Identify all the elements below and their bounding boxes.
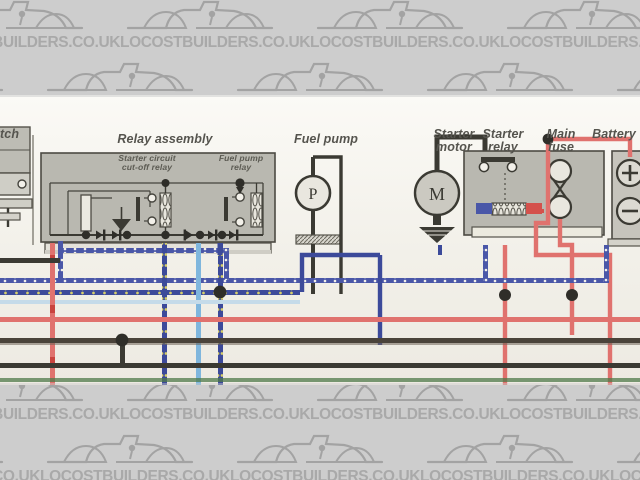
watermark-text: LOCOSTBUILDERS.CO.UK	[420, 468, 611, 480]
watermark-tile: LOCOSTBUILDERS.CO.UK	[0, 364, 120, 426]
watermark-text: LOCOSTBUILDERS.CO.UK	[310, 406, 501, 423]
locost-car-icon	[506, 0, 640, 32]
label-starter-relay: Starter relay	[482, 127, 524, 155]
label-main-fuse: Main fuse	[546, 127, 576, 155]
locost-car-icon	[616, 60, 640, 94]
watermark-text: LOCOSTBUILDERS.CO.UK	[500, 406, 640, 423]
label-fuel-pump-relay: Fuel pump relay	[218, 153, 264, 173]
light-blue-wires	[0, 243, 300, 385]
watermark-row: LOCOSTBUILDERS.CO.UKLOCOSTBUILDERS.CO.UK…	[0, 364, 640, 426]
locost-car-icon	[46, 60, 196, 94]
main-switch-symbol	[0, 126, 33, 227]
watermark-text: LOCOSTBUILDERS.CO.UK	[500, 34, 640, 51]
watermark-row: LOCOSTBUILDERS.CO.UKLOCOSTBUILDERS.CO.UK…	[0, 0, 640, 54]
navy-yellow-wires	[0, 243, 442, 385]
starter-motor-symbol: M	[413, 134, 488, 243]
watermark-text: LOCOSTBUILDERS.CO.UK	[0, 406, 121, 423]
watermark-text: LOCOSTBUILDERS.CO.UK	[230, 468, 421, 480]
watermark-text: LOCOSTBUILDERS.CO.UK	[610, 468, 640, 480]
svg-text:P: P	[309, 186, 318, 203]
locost-car-icon	[236, 432, 386, 466]
label-starter-motor: Starter motor	[433, 127, 475, 155]
watermark-tile: LOCOSTBUILDERS.CO.UK	[420, 426, 610, 480]
watermark-tile: LOCOSTBUILDERS.CO.UK	[610, 426, 640, 480]
watermark-text: LOCOSTBUILDERS.CO.UK	[120, 406, 311, 423]
watermark-tile: LOCOSTBUILDERS.CO.UK	[40, 426, 230, 480]
label-relay-assembly: Relay assembly	[117, 132, 213, 146]
label-battery: Battery	[592, 127, 636, 141]
locost-car-icon	[0, 0, 86, 32]
blue-white-wires	[0, 241, 609, 283]
watermark-tile: LOCOSTBUILDERS.CO.UK	[120, 364, 310, 426]
watermark-row: LOCOSTBUILDERS.CO.UKLOCOSTBUILDERS.CO.UK…	[0, 426, 640, 480]
red-power-wires	[499, 133, 633, 385]
scan-edge-top	[0, 95, 640, 97]
fuel-pump-symbol: P	[294, 155, 343, 294]
locost-car-icon	[616, 432, 640, 466]
locost-car-icon	[236, 60, 386, 94]
watermark-tile: LOCOSTBUILDERS.CO.UK	[230, 426, 420, 480]
battery-symbol	[607, 150, 640, 247]
wiring-diagram: P M	[0, 95, 640, 385]
watermark-text: LOCOSTBUILDERS.CO.UK	[0, 34, 121, 51]
main-fuse-symbol	[547, 158, 573, 220]
locost-car-icon	[46, 432, 196, 466]
label-starter-cutoff-relay: Starter circuit cut-off relay	[118, 153, 176, 173]
locost-car-icon	[316, 0, 466, 32]
diagram-artwork: P M	[0, 126, 640, 385]
watermark-text: LOCOSTBUILDERS.CO.UK	[310, 34, 501, 51]
watermark-tile: LOCOSTBUILDERS.CO.UK	[310, 0, 500, 54]
watermark-text: LOCOSTBUILDERS.CO.UK	[120, 34, 311, 51]
scan-edge-bottom	[0, 383, 640, 385]
svg-text:M: M	[429, 184, 445, 204]
watermark-tile: LOCOSTBUILDERS.CO.UK	[0, 426, 40, 480]
watermark-tile: LOCOSTBUILDERS.CO.UK	[500, 0, 640, 54]
locost-car-icon	[426, 60, 576, 94]
locost-car-icon	[0, 60, 6, 94]
watermark-tile: LOCOSTBUILDERS.CO.UK	[120, 0, 310, 54]
black-ground-buses	[0, 258, 640, 382]
relay-assembly-symbol	[40, 152, 276, 254]
watermark-text: LOCOSTBUILDERS.CO.UK	[40, 468, 231, 480]
watermark-text: LOCOSTBUILDERS.CO.UK	[0, 468, 41, 480]
label-main-switch: tch	[0, 127, 20, 141]
locost-car-icon	[0, 432, 6, 466]
locost-car-icon	[126, 0, 276, 32]
label-fuel-pump: Fuel pump	[293, 132, 359, 146]
watermark-tile: LOCOSTBUILDERS.CO.UK	[0, 0, 120, 54]
locost-car-icon	[426, 432, 576, 466]
